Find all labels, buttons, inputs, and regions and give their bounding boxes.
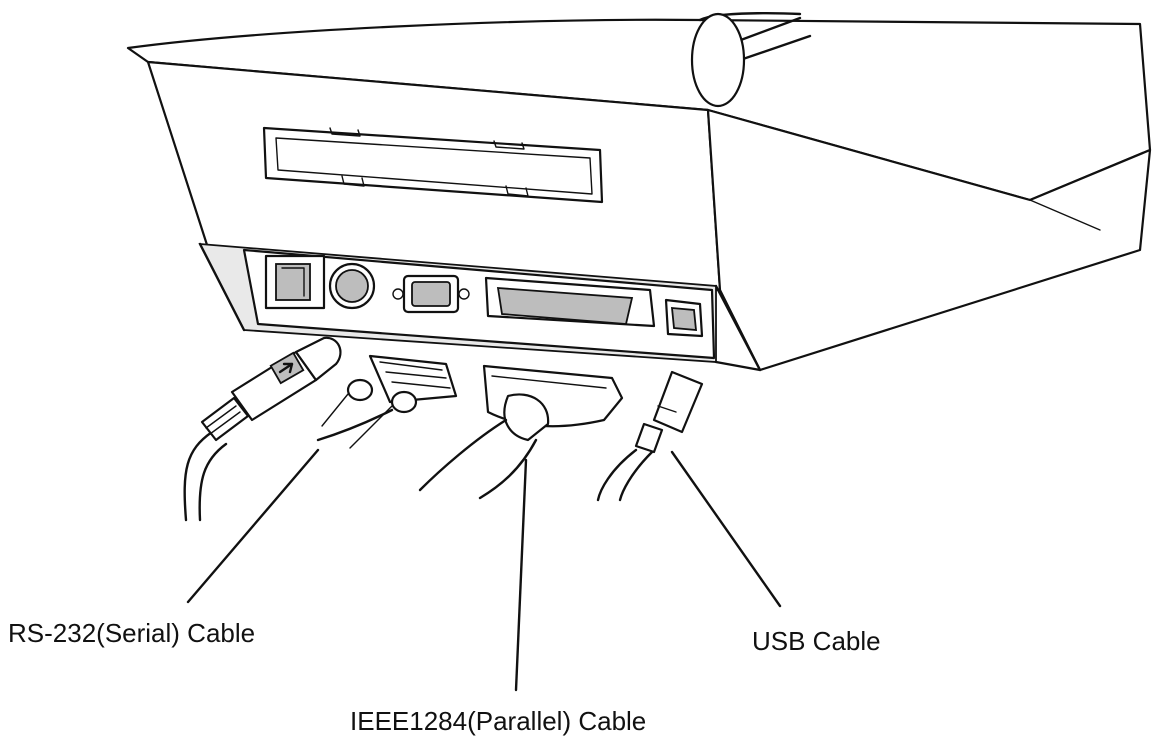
serial-cable	[316, 354, 458, 449]
serial-port-icon	[392, 274, 470, 314]
usb-leader-line	[670, 450, 782, 608]
parallel-leader-line	[514, 458, 528, 692]
serial-cable-label: RS-232(Serial) Cable	[8, 618, 256, 648]
parallel-cable-label: IEEE1284(Parallel) Cable	[350, 706, 647, 736]
rear-connector-panel	[198, 242, 762, 372]
usb-cable-label: USB Cable	[752, 626, 881, 656]
usb-port-icon	[664, 298, 704, 338]
media-slot	[262, 126, 604, 204]
usb-cable	[596, 370, 704, 502]
parallel-port-icon	[484, 276, 656, 328]
printer-right-side	[706, 108, 1152, 372]
parallel-cable	[418, 364, 624, 500]
power-cable	[183, 336, 342, 522]
printer-top-cover	[126, 12, 1152, 202]
serial-leader-line	[186, 448, 320, 604]
